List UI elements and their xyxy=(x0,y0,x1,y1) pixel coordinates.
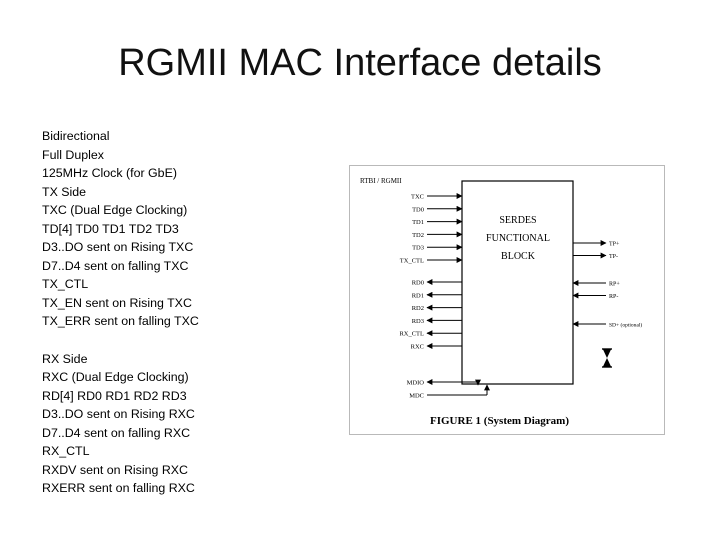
bullet-item: TX_EN sent on Rising TXC xyxy=(42,295,192,310)
pin-label: TXC xyxy=(411,194,424,201)
bullet-item: RX_CTL xyxy=(42,444,90,459)
diagram-header: RTBI / RGMII xyxy=(360,177,402,185)
pin-label: TX_CTL xyxy=(400,258,424,265)
pin-label: SD+ (optional) xyxy=(609,322,642,329)
pin-label: TD1 xyxy=(412,219,424,226)
slide-title: RGMII MAC Interface details xyxy=(118,42,602,84)
figure-caption: FIGURE 1 (System Diagram) xyxy=(430,415,569,427)
pin-label: RP- xyxy=(609,294,618,300)
bullet-item: RXERR sent on falling RXC xyxy=(42,481,195,496)
pin-label: RD1 xyxy=(412,292,424,299)
bullet-item: D3..DO sent on Rising TXC xyxy=(42,240,194,255)
bullet-item: RXC (Dual Edge Clocking) xyxy=(42,370,189,385)
block-label-line: SERDES xyxy=(499,215,536,226)
bullet-item: Full Duplex xyxy=(42,147,104,162)
pin-label: TD0 xyxy=(412,206,424,213)
bullet-item: D7..D4 sent on falling RXC xyxy=(42,425,191,440)
bullet-item: RX Side xyxy=(42,351,88,366)
pin-label: TD3 xyxy=(412,245,424,252)
bullet-item: TX_CTL xyxy=(42,277,89,292)
pin-label: MDC xyxy=(409,393,424,400)
bullet-spacer xyxy=(42,331,342,350)
pin-label: TP- xyxy=(609,254,618,260)
bullet-item: TX_ERR sent on falling TXC xyxy=(42,314,199,329)
block-label-line: BLOCK xyxy=(501,251,536,262)
pin-label: MDIO xyxy=(407,380,425,387)
system-diagram: RTBI / RGMII SERDES FUNCTIONAL BLOCK TXC TD… xyxy=(360,177,642,427)
serdes-block-label: SERDES FUNCTIONAL BLOCK xyxy=(486,215,550,262)
pin-label: TP+ xyxy=(609,242,620,248)
bullet-item: D7..D4 sent on falling TXC xyxy=(42,258,189,273)
system-diagram-figure: RTBI / RGMII SERDES FUNCTIONAL BLOCK TXC TD… xyxy=(349,165,665,435)
pin-label: RX_CTL xyxy=(399,331,424,338)
pin-label: RD3 xyxy=(412,318,424,325)
bullet-item: TXC (Dual Edge Clocking) xyxy=(42,203,188,218)
pin-label: RXC xyxy=(411,344,424,351)
bullet-item: RXDV sent on Rising RXC xyxy=(42,462,188,477)
bullet-item: 125MHz Clock (for GbE) xyxy=(42,166,177,181)
bullet-item: Bidirectional xyxy=(42,129,110,143)
pin-label: RP+ xyxy=(609,282,620,288)
bullet-item: D3..DO sent on Rising RXC xyxy=(42,407,195,422)
pin-label: RD2 xyxy=(412,305,424,312)
bullet-list: Bidirectional Full Duplex 125MHz Clock (… xyxy=(42,127,342,498)
block-label-line: FUNCTIONAL xyxy=(486,233,550,244)
pin-label: RD0 xyxy=(412,280,424,287)
serdes-block xyxy=(461,180,574,385)
bullet-item: RD[4] RD0 RD1 RD2 RD3 xyxy=(42,388,187,403)
bullet-item: TX Side xyxy=(42,184,87,199)
bullet-item: TD[4] TD0 TD1 TD2 TD3 xyxy=(42,221,179,236)
pin-label: TD2 xyxy=(412,232,424,239)
hourglass-icon xyxy=(602,348,612,368)
